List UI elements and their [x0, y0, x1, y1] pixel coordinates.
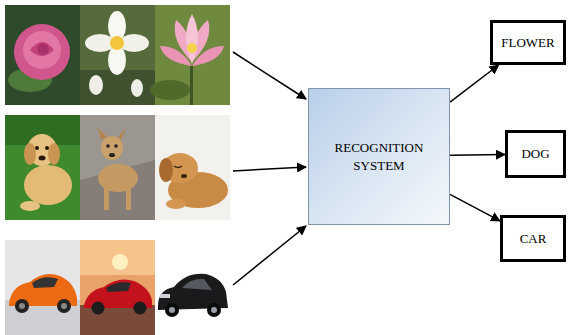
golden-dog-photo	[5, 115, 80, 220]
output-box: DOG	[505, 130, 566, 178]
puppy-photo	[155, 115, 230, 220]
connector-arrow	[450, 65, 499, 102]
connector-arrow	[450, 194, 500, 221]
node-label: RECOGNITION SYSTEM	[323, 139, 435, 174]
node-label: CAR	[520, 230, 547, 248]
orange-car-photo	[5, 240, 80, 335]
output-box: CAR	[500, 215, 566, 262]
output-box: FLOWER	[490, 20, 566, 65]
node-label: DOG	[521, 145, 549, 163]
white-flower-photo	[80, 5, 155, 105]
input-arrows	[233, 52, 306, 285]
red-car-photo	[80, 240, 155, 335]
input-arrow	[233, 52, 306, 99]
input-arrow	[233, 167, 306, 171]
lotus-photo	[150, 5, 230, 105]
input-arrow	[233, 226, 306, 285]
rose-photo	[5, 5, 80, 105]
process-box: RECOGNITION SYSTEM	[308, 88, 450, 225]
black-car-photo	[155, 240, 230, 335]
connector-arrow	[450, 154, 505, 156]
tan-dog-photo	[80, 115, 155, 220]
node-label: FLOWER	[501, 34, 554, 52]
